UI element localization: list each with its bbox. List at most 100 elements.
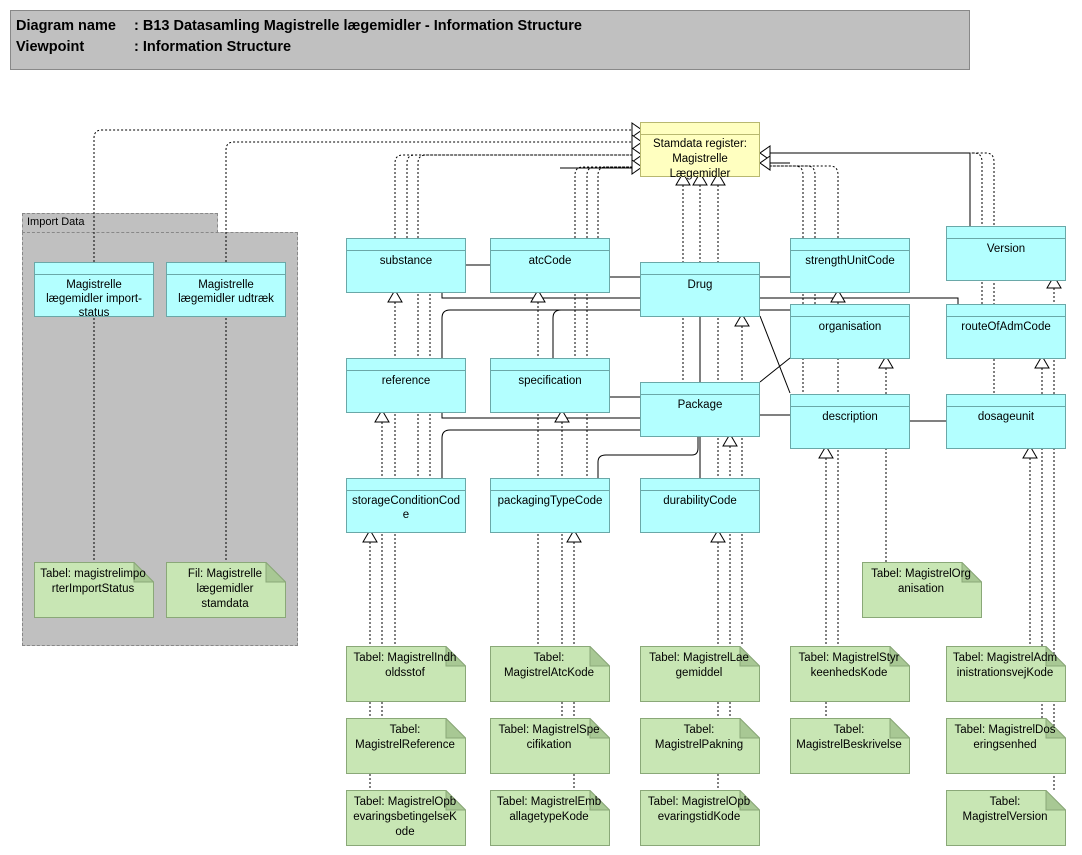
entity-durabilitycode[interactable]: durabilityCode xyxy=(640,478,760,533)
triangle-arrowhead-icon xyxy=(566,529,582,543)
realization-line[interactable] xyxy=(225,141,632,262)
realization-line[interactable] xyxy=(574,166,632,238)
note-pakning[interactable]: Tabel: MagistrelPakning xyxy=(640,718,760,774)
entity-label: substance xyxy=(379,255,433,267)
note-emballagetype[interactable]: Tabel: MagistrelEmballagetypeKode xyxy=(490,790,610,846)
note-laegemiddel[interactable]: Tabel: MagistrelLaegemiddel xyxy=(640,646,760,702)
diagram-name-value: : B13 Datasamling Magistrelle lægemidler… xyxy=(134,18,582,34)
entity-label: routeOfAdmCode xyxy=(961,321,1051,333)
note-label: Tabel: MagistrelOpbevaringsbetingelseKod… xyxy=(353,796,457,838)
note-label: Tabel: MagistrelSpecifikation xyxy=(498,724,600,751)
note-importstatus[interactable]: Tabel: magistrelimporterImportStatus xyxy=(34,562,154,618)
entity-label: Drug xyxy=(687,279,713,291)
realization-line[interactable] xyxy=(768,165,816,238)
entity-label: Version xyxy=(986,243,1026,255)
entity-udtraek[interactable]: Magistrelle lægemidler udtræk xyxy=(166,262,286,317)
entity-atccode[interactable]: atcCode xyxy=(490,238,610,293)
triangle-arrowhead-icon xyxy=(554,409,570,423)
association-line[interactable] xyxy=(441,292,640,299)
entity-label: durabilityCode xyxy=(663,495,737,507)
realization-line[interactable] xyxy=(768,165,839,238)
note-label: Tabel: MagistrelDoseringsenhed xyxy=(954,724,1056,751)
association-line[interactable] xyxy=(441,429,640,478)
note-organisation[interactable]: Tabel: MagistrelOrganisation xyxy=(862,562,982,618)
entity-reference[interactable]: reference xyxy=(346,358,466,413)
entity-label: Package xyxy=(677,399,723,411)
association-line[interactable] xyxy=(597,436,699,478)
triangle-arrowhead-icon xyxy=(722,433,738,447)
note-label: Tabel: magistrelimporterImportStatus xyxy=(40,568,146,595)
entity-label: packagingTypeCode xyxy=(497,495,603,507)
entity-package[interactable]: Package xyxy=(640,382,760,437)
realization-line[interactable] xyxy=(93,129,632,262)
triangle-arrowhead-icon xyxy=(675,172,691,186)
entity-storageconditioncode[interactable]: storageConditionCode xyxy=(346,478,466,533)
realization-line[interactable] xyxy=(760,152,971,226)
association-line[interactable] xyxy=(759,315,791,394)
note-label: Tabel: MagistrelStyrkeenhedsKode xyxy=(798,652,900,679)
triangle-arrowhead-icon xyxy=(631,134,643,150)
note-administrationsvejkode[interactable]: Tabel: MagistrelAdministrationsvejKode xyxy=(946,646,1066,702)
entity-label: Magistrelle lægemidler udtræk xyxy=(178,279,274,305)
viewpoint-row: Viewpoint: Information Structure xyxy=(16,39,291,55)
note-label: Tabel: MagistrelBeskrivelse xyxy=(796,724,902,751)
note-reference[interactable]: Tabel: MagistrelReference xyxy=(346,718,466,774)
realization-line[interactable] xyxy=(972,152,995,393)
realization-line[interactable] xyxy=(586,166,632,238)
triangle-arrowhead-icon xyxy=(830,289,846,303)
realization-line[interactable] xyxy=(768,165,804,238)
entity-routeofadmcode[interactable]: routeOfAdmCode xyxy=(946,304,1066,359)
entity-description[interactable]: description xyxy=(790,394,910,449)
entity-specification[interactable]: specification xyxy=(490,358,610,413)
note-label: Tabel: MagistrelEmballagetypeKode xyxy=(496,796,602,823)
triangle-arrowhead-icon xyxy=(631,159,643,175)
realization-line[interactable] xyxy=(417,154,632,238)
entity-label: strengthUnitCode xyxy=(805,255,895,267)
association-line[interactable] xyxy=(552,309,640,358)
association-line[interactable] xyxy=(760,297,959,305)
note-label: Tabel: MagistrelAdministrationsvejKode xyxy=(952,652,1058,679)
triangle-arrowhead-icon xyxy=(1022,445,1038,459)
note-indholdsstof[interactable]: Tabel: MagistrelIndholdsstof xyxy=(346,646,466,702)
entity-label: specification xyxy=(518,375,582,387)
note-label: Tabel: MagistrelOrganisation xyxy=(871,568,971,595)
triangle-arrowhead-icon xyxy=(530,289,546,303)
entity-substance[interactable]: substance xyxy=(346,238,466,293)
association-line[interactable] xyxy=(759,357,791,383)
note-atckode[interactable]: Tabel: MagistrelAtcKode xyxy=(490,646,610,702)
note-label: Tabel: MagistrelLaegemiddel xyxy=(649,652,749,679)
realization-line[interactable] xyxy=(406,154,632,238)
triangle-arrowhead-icon xyxy=(362,529,378,543)
entity-import-status[interactable]: Magistrelle lægemidler import-status xyxy=(34,262,154,319)
note-label: Tabel: MagistrelAtcKode xyxy=(503,652,595,679)
association-line[interactable] xyxy=(441,412,640,419)
note-styrkeenhedskode[interactable]: Tabel: MagistrelStyrkeenhedsKode xyxy=(790,646,910,702)
entity-dosageunit[interactable]: dosageunit xyxy=(946,394,1066,449)
note-opbevaringsbetingelse[interactable]: Tabel: MagistrelOpbevaringsbetingelseKod… xyxy=(346,790,466,846)
note-beskrivelse[interactable]: Tabel: MagistrelBeskrivelse xyxy=(790,718,910,774)
realization-line[interactable] xyxy=(394,154,632,238)
triangle-arrowhead-icon xyxy=(734,313,750,327)
note-opbevaringstid[interactable]: Tabel: MagistrelOpbevaringstidKode xyxy=(640,790,760,846)
stamdata-register-node[interactable]: Stamdata register: Magistrelle Lægemidle… xyxy=(640,122,760,180)
note-specifikation[interactable]: Tabel: MagistrelSpecifikation xyxy=(490,718,610,774)
import-data-group-label: Import Data xyxy=(22,213,218,233)
association-line[interactable] xyxy=(441,309,640,358)
realization-line[interactable] xyxy=(597,166,632,238)
note-version[interactable]: Tabel: MagistrelVersion xyxy=(946,790,1066,846)
entity-label: dosageunit xyxy=(977,411,1035,423)
register-label: Stamdata register: Magistrelle Lægemidle… xyxy=(653,138,747,180)
diagram-header: Diagram name: B13 Datasamling Magistrell… xyxy=(10,10,970,70)
note-stamdata[interactable]: Fil: Magistrelle lægemidler stamdata xyxy=(166,562,286,618)
entity-organisation[interactable]: organisation xyxy=(790,304,910,359)
entity-label: Magistrelle lægemidler import-status xyxy=(46,279,142,319)
entity-version[interactable]: Version xyxy=(946,226,1066,281)
entity-drug[interactable]: Drug xyxy=(640,262,760,317)
note-doseringsenhed[interactable]: Tabel: MagistrelDoseringsenhed xyxy=(946,718,1066,774)
realization-line[interactable] xyxy=(960,152,983,304)
diagram-name-row: Diagram name: B13 Datasamling Magistrell… xyxy=(16,18,582,34)
entity-strengthunitcode[interactable]: strengthUnitCode xyxy=(790,238,910,293)
note-label: Fil: Magistrelle lægemidler stamdata xyxy=(187,568,263,610)
triangle-arrowhead-icon xyxy=(374,409,390,423)
entity-packagingtypecode[interactable]: packagingTypeCode xyxy=(490,478,610,533)
